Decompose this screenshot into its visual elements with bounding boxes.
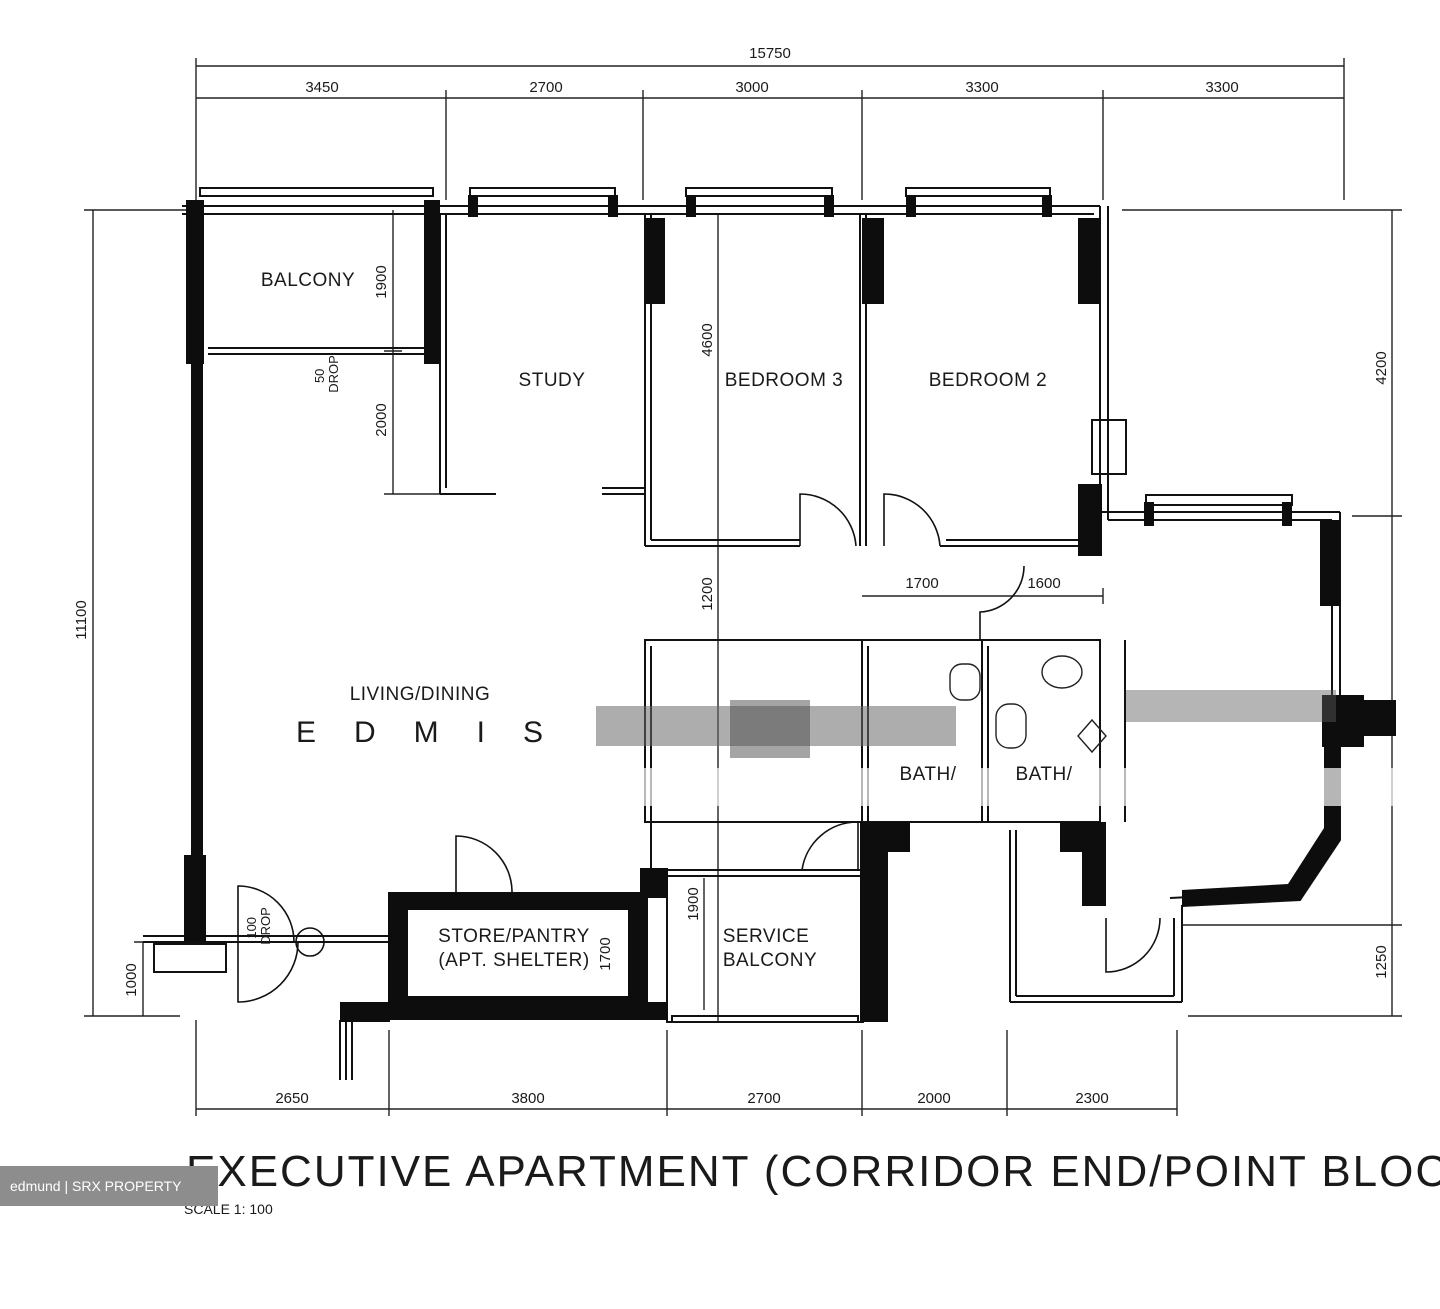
dim-bath-width-1: 1700 bbox=[905, 575, 938, 592]
dim-living-offset: 2000 bbox=[373, 403, 390, 436]
room-labels: BALCONY STUDY BEDROOM 3 BEDROOM 2 LIVING… bbox=[261, 270, 1072, 971]
dim-overall-width: 15750 bbox=[749, 45, 791, 62]
room-study: STUDY bbox=[519, 370, 586, 391]
room-service-line-1: SERVICE bbox=[723, 926, 810, 947]
entry-drop-word: DROP bbox=[258, 907, 273, 945]
dim-bedroom-depth: 4600 bbox=[699, 323, 716, 356]
entry-drop-value: 100 bbox=[244, 917, 259, 939]
balcony-drop-word: DROP bbox=[326, 355, 341, 393]
dim-top-1: 3450 bbox=[305, 79, 338, 96]
balcony-drop-value: 50 bbox=[312, 369, 327, 383]
plan-title: EXECUTIVE APARTMENT (CORRIDOR END/POINT … bbox=[186, 1147, 1440, 1196]
dim-right-upper: 4200 bbox=[1373, 351, 1390, 384]
room-living-dining: LIVING/DINING bbox=[350, 684, 491, 705]
watermark-smear bbox=[500, 690, 1440, 806]
doors bbox=[237, 493, 1161, 1003]
dim-store-depth: 1700 bbox=[597, 937, 614, 970]
dim-bath-width-2: 1600 bbox=[1027, 575, 1060, 592]
dim-left-height: 11100 bbox=[73, 600, 90, 640]
sanitary-fixtures bbox=[949, 655, 1107, 754]
dim-bottom-1: 2650 bbox=[275, 1090, 308, 1107]
room-bedroom-2: BEDROOM 2 bbox=[929, 370, 1048, 391]
room-bath-2: BATH/ bbox=[1015, 764, 1072, 785]
room-store-line-1: STORE/PANTRY bbox=[438, 926, 590, 947]
room-bedroom-3: BEDROOM 3 bbox=[725, 370, 844, 391]
watermark-badge: edmund | SRX PROPERTY bbox=[0, 1166, 218, 1206]
faint-watermark: EDMIS bbox=[296, 716, 581, 749]
dim-bottom-4: 2000 bbox=[917, 1090, 950, 1107]
room-store-line-2: (APT. SHELTER) bbox=[438, 950, 589, 971]
solid-walls bbox=[184, 195, 1396, 1022]
room-service-line-2: BALCONY bbox=[723, 950, 817, 971]
room-bath-1: BATH/ bbox=[899, 764, 956, 785]
dim-top-5: 3300 bbox=[1205, 79, 1238, 96]
dim-right-lower: 1250 bbox=[1373, 945, 1390, 978]
dim-top-4: 3300 bbox=[965, 79, 998, 96]
dim-corridor-width: 1200 bbox=[699, 577, 716, 610]
dim-top-3: 3000 bbox=[735, 79, 768, 96]
dim-bottom-3: 2700 bbox=[747, 1090, 780, 1107]
dim-service-depth: 1900 bbox=[685, 887, 702, 920]
dimension-labels: 15750 3450 2700 3000 3300 3300 2650 3800… bbox=[73, 45, 1390, 1107]
dim-top-2: 2700 bbox=[529, 79, 562, 96]
dim-bottom-2: 3800 bbox=[511, 1090, 544, 1107]
dim-left-lower: 1000 bbox=[123, 963, 140, 996]
dim-bottom-5: 2300 bbox=[1075, 1090, 1108, 1107]
entry-drop-label: 100 DROP bbox=[244, 907, 273, 945]
dim-balcony-depth: 1900 bbox=[373, 265, 390, 298]
room-balcony: BALCONY bbox=[261, 270, 355, 291]
balcony-drop-label: 50 DROP bbox=[312, 355, 341, 393]
